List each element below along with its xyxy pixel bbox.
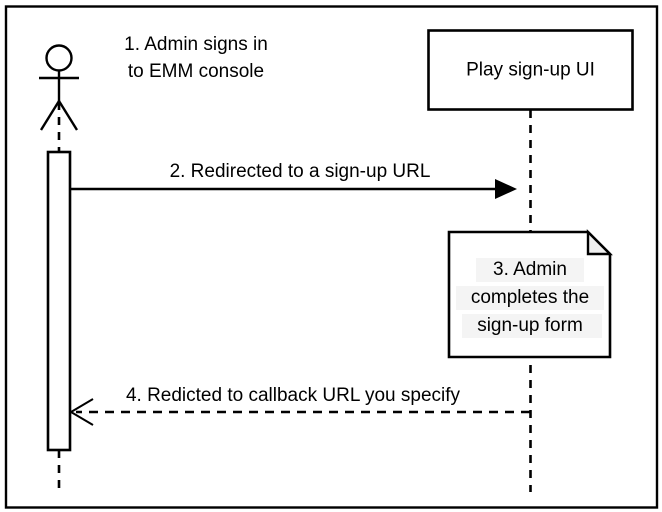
note-text-highlight-2	[456, 286, 604, 310]
note-text-highlight-1	[476, 258, 584, 282]
actor-admin[interactable]	[39, 44, 79, 131]
actor-head-icon	[45, 44, 73, 72]
participant-box	[427, 29, 634, 111]
message-2-arrow: 2. Redirected to a sign-up URL	[70, 161, 517, 199]
note-3-line-3: sign-up form	[477, 315, 583, 336]
message-2-arrowhead-icon	[495, 179, 517, 199]
message-2-label: 2. Redirected to a sign-up URL	[170, 161, 431, 182]
message-4-arrowhead-icon	[69, 398, 94, 426]
note-fold-corner-icon	[586, 229, 613, 256]
participant-play-signup-ui[interactable]: Play sign-up UI	[427, 29, 634, 111]
note-3-line-1: 3. Admin	[493, 259, 567, 280]
note-3-line-2: completes the	[471, 287, 589, 308]
message-1-annotation: 1. Admin signs in to EMM console	[124, 34, 268, 82]
message-1-line-1: 1. Admin signs in	[124, 34, 268, 55]
diagram-frame	[4, 5, 659, 509]
note-3: 3. Admin completes the sign-up form	[447, 229, 613, 359]
message-4-arrow: 4. Redicted to callback URL you specify	[69, 385, 530, 426]
actor-leg-left-icon	[39, 100, 61, 131]
actor-leg-right-icon	[57, 100, 79, 131]
message-4-label: 4. Redicted to callback URL you specify	[126, 385, 461, 406]
message-1-line-2: to EMM console	[128, 61, 264, 82]
participant-label: Play sign-up UI	[466, 60, 595, 81]
note-text-highlight-3	[462, 314, 602, 338]
activation-bar-admin	[46, 150, 72, 452]
